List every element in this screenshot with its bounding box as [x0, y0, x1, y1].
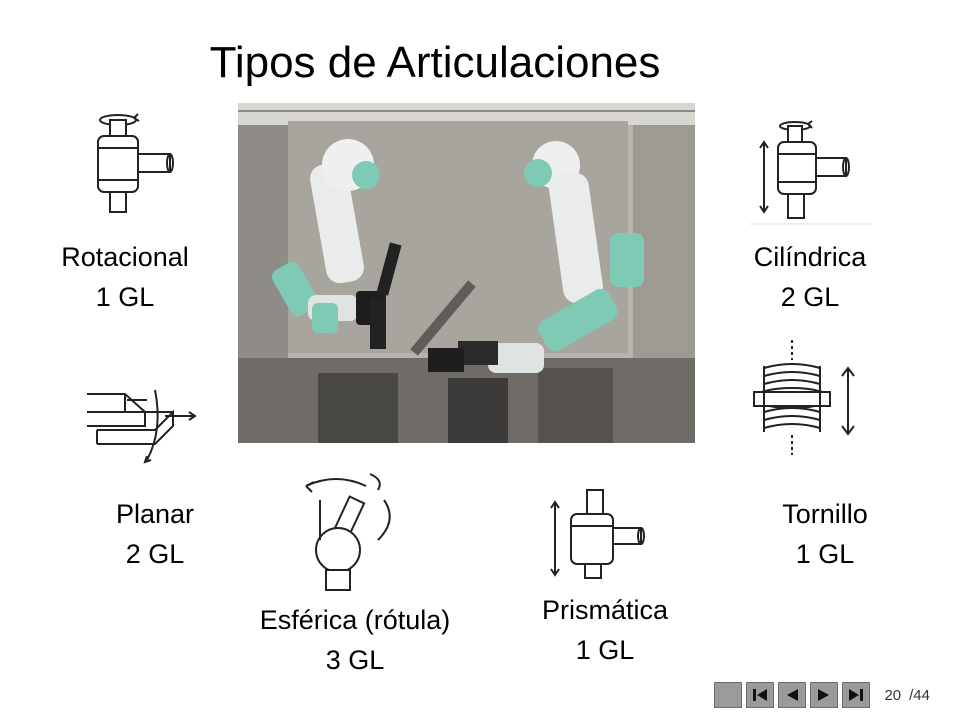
planar-joint-icon: [87, 389, 197, 464]
page-total: /44: [909, 686, 930, 704]
first-slide-button[interactable]: [746, 682, 775, 708]
prismatic-joint-icon: [550, 489, 645, 579]
prismatica-dof: 1 GL: [575, 635, 635, 665]
skip-last-icon: [849, 689, 864, 701]
robot-photo: [238, 103, 695, 443]
previous-slide-button[interactable]: [778, 682, 807, 708]
slide-navigation: 20 /44: [714, 682, 930, 708]
cilindrica-dof: 2 GL: [780, 282, 840, 312]
tornillo-name: Tornillo: [782, 499, 868, 529]
esferica-dof: 3 GL: [325, 645, 385, 675]
skip-first-icon: [753, 689, 768, 701]
planar-label: Planar 2 GL: [75, 494, 235, 574]
cilindrica-label: Cilíndrica 2 GL: [725, 237, 895, 317]
spherical-joint-icon: [305, 473, 391, 591]
arrow-left-icon: [787, 689, 799, 701]
blank-nav-button[interactable]: [714, 682, 743, 708]
tornillo-label: Tornillo 1 GL: [740, 494, 910, 574]
tornillo-dof: 1 GL: [795, 539, 855, 569]
rotational-joint-icon: [97, 113, 174, 213]
next-slide-button[interactable]: [810, 682, 839, 708]
page-number: 20: [884, 686, 902, 704]
cylindrical-joint-icon: [750, 120, 872, 225]
rotacional-name: Rotacional: [61, 242, 189, 272]
slide-title: Tipos de Articulaciones: [209, 38, 661, 87]
rotacional-dof: 1 GL: [95, 282, 155, 312]
esferica-label: Esférica (rótula) 3 GL: [225, 600, 485, 680]
rotacional-label: Rotacional 1 GL: [40, 237, 210, 317]
esferica-name: Esférica (rótula): [259, 605, 451, 635]
prismatica-name: Prismática: [541, 595, 669, 625]
screw-joint-icon: [753, 340, 855, 455]
planar-name: Planar: [115, 499, 195, 529]
cilindrica-name: Cilíndrica: [753, 242, 867, 272]
planar-dof: 2 GL: [125, 539, 185, 569]
prismatica-label: Prismática 1 GL: [520, 590, 690, 670]
last-slide-button[interactable]: [842, 682, 871, 708]
arrow-right-icon: [818, 689, 830, 701]
